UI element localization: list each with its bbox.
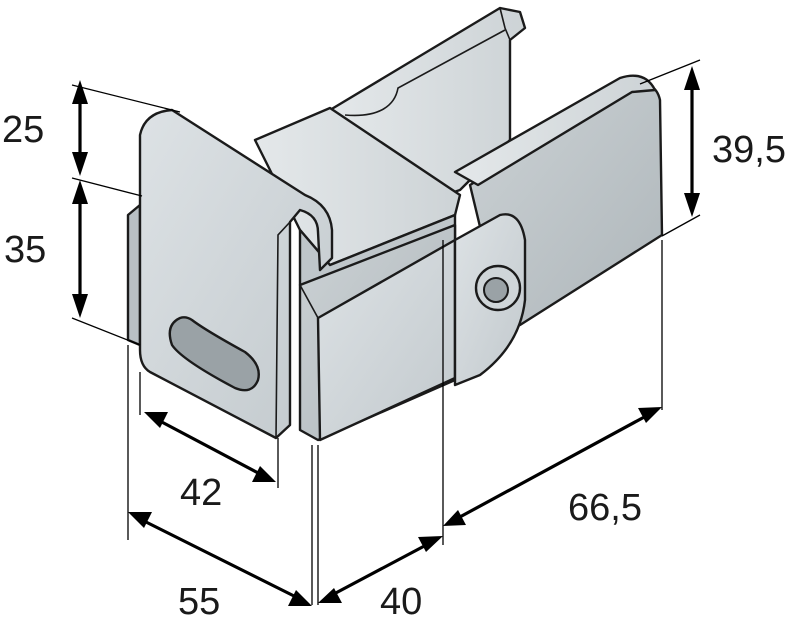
- dim-39-5-label: 39,5: [712, 129, 786, 171]
- bracket-part: [126, 6, 664, 442]
- dim-25-label: 25: [2, 109, 44, 151]
- left-back-plate: [126, 203, 142, 347]
- dim-35-label: 35: [4, 229, 46, 271]
- dim-42-arrow: [157, 418, 263, 477]
- dim-55-label: 55: [178, 581, 220, 623]
- dim-66-5-arrow: [457, 413, 649, 520]
- dimension-lines: [71, 59, 701, 606]
- dim-55-arrow: [141, 518, 299, 600]
- right-side-top: [453, 74, 657, 187]
- dim-66-5-label: 66,5: [568, 487, 642, 529]
- dim-40-arrow: [331, 541, 431, 597]
- dim-42-label: 42: [180, 472, 222, 514]
- dim-40-label: 40: [380, 581, 422, 623]
- mounting-slot: [168, 316, 260, 392]
